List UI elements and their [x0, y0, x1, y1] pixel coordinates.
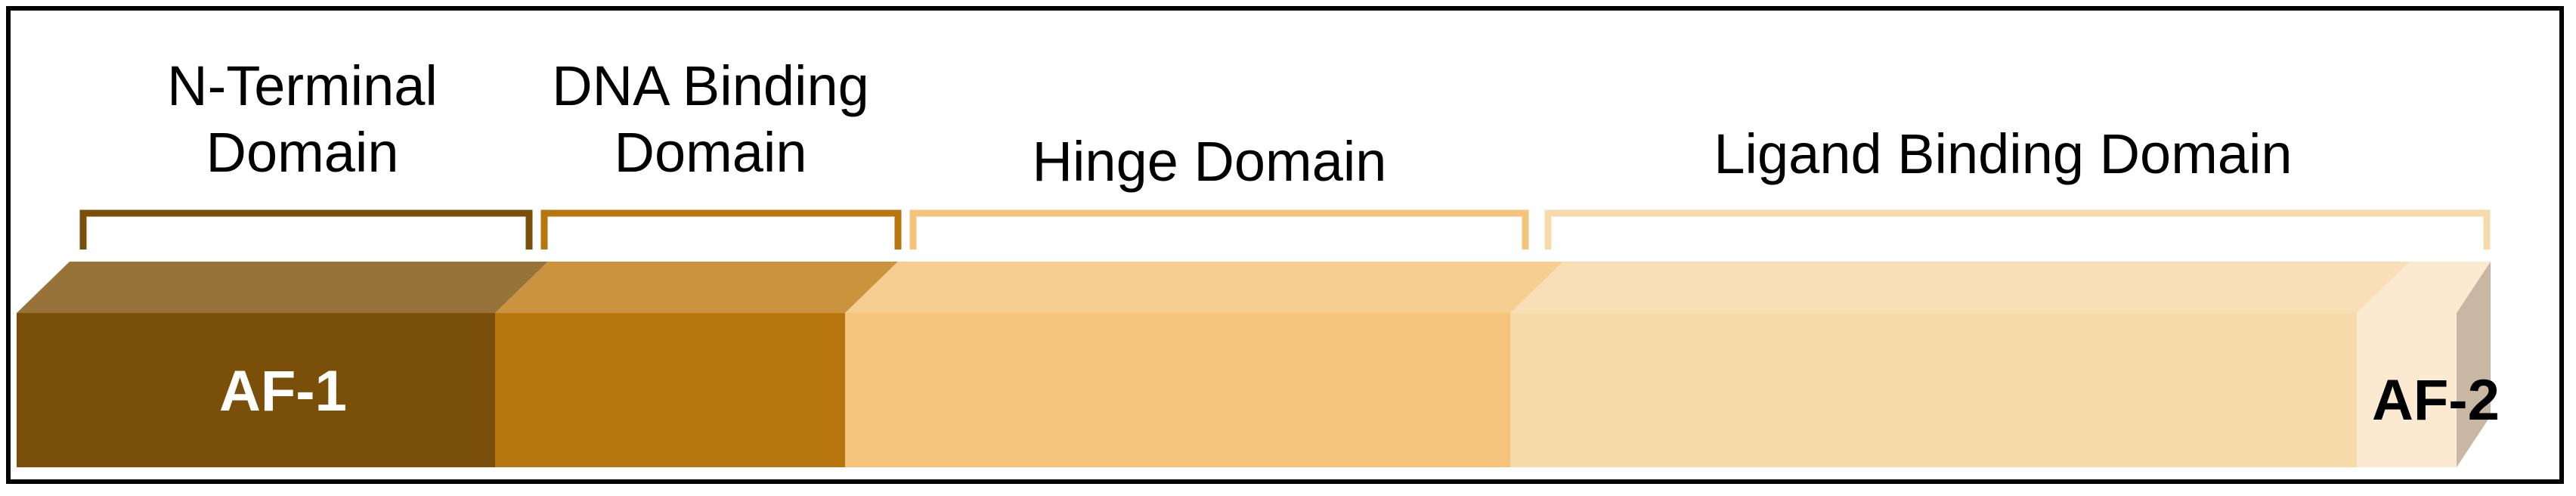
lbd-bracket [1544, 209, 2491, 250]
ntd-bracket [79, 209, 533, 250]
hinge-segment [845, 313, 1510, 467]
af2-label: AF-2 [2372, 368, 2500, 432]
lbd-segment [1510, 313, 2357, 467]
hinge-top [845, 262, 1563, 313]
ntd-segment [17, 313, 495, 467]
lbd-label: Ligand Binding Domain [1714, 122, 2293, 185]
dbd-top [495, 262, 898, 313]
dbd-bracket [540, 209, 902, 250]
af1-label: AF-1 [219, 359, 347, 423]
af2-top [2357, 262, 2491, 313]
lbd-top [1510, 262, 2410, 313]
af2-segment [2357, 313, 2457, 467]
dbd-segment [495, 313, 845, 467]
hinge-label: Hinge Domain [1032, 130, 1387, 193]
ntd-top [17, 262, 548, 313]
hinge-bracket [909, 209, 1529, 250]
bar-end-face [2457, 262, 2491, 467]
diagram-frame [6, 6, 2564, 484]
dbd-label: DNA Binding Domain [552, 54, 869, 184]
ntd-label: N-Terminal Domain [167, 54, 438, 184]
